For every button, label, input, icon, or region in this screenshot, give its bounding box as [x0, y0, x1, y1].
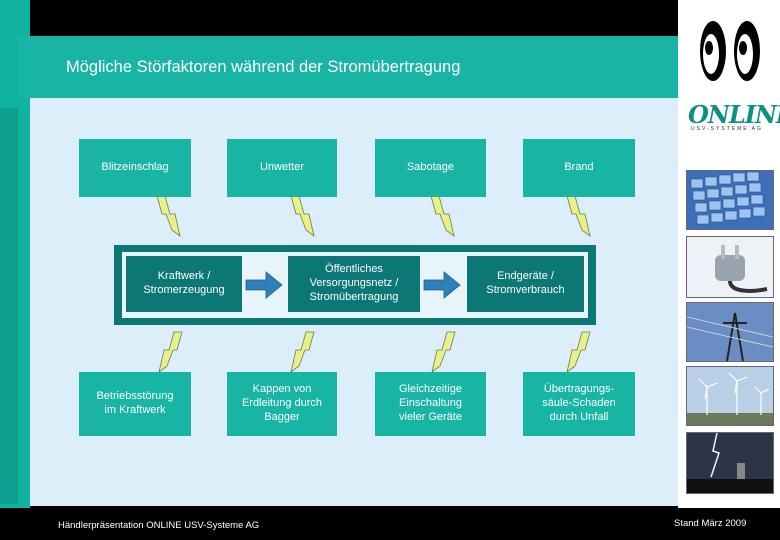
lightning-bolt-icon	[290, 331, 315, 373]
threat-label: Sabotage	[406, 161, 455, 174]
arrow-right-icon	[245, 271, 283, 299]
threat-label: Gleichzeitige Einschaltung vieler Geräte	[399, 383, 462, 423]
footer-date: Stand März 2009	[674, 518, 747, 529]
threat-label: Kappen von Erdleitung durch Bagger	[241, 383, 323, 423]
threat-label: Betriebsstörung im Kraftwerk	[96, 390, 174, 416]
online-logo-subtext: USV-SYSTEME AG	[691, 126, 763, 132]
threat-simultaneous-switching: Gleichzeitige Einschaltung vieler Geräte	[375, 372, 486, 436]
threat-sabotage: Sabotage	[375, 139, 486, 197]
flow-label: Öffentliches Versorgungsnetz / Stromüber…	[309, 263, 399, 303]
threat-label: Übertragungs- säule-Schaden durch Unfall	[542, 383, 616, 423]
left-accent-bar-inner	[0, 108, 18, 504]
threat-lightning-strike: Blitzeinschlag	[79, 139, 191, 197]
lightning-bolt-icon	[290, 195, 315, 237]
flow-end-devices: Endgeräte / Stromverbrauch	[467, 256, 584, 312]
lightning-bolt-icon	[566, 331, 591, 373]
lightning-bolt-icon	[158, 331, 183, 373]
arrow-right-icon	[423, 271, 461, 299]
threat-pylon-damage: Übertragungs- säule-Schaden durch Unfall	[523, 372, 635, 436]
eyes-logo-icon	[700, 21, 760, 81]
flow-label: Endgeräte / Stromverbrauch	[486, 270, 565, 296]
threat-label: Unwetter	[259, 161, 305, 174]
slide-title: Mögliche Störfaktoren während der Stromü…	[66, 58, 461, 76]
lightning-bolt-icon	[156, 195, 181, 237]
power-lines-photo	[686, 302, 774, 362]
threat-label: Brand	[564, 161, 594, 174]
threat-plant-failure: Betriebsstörung im Kraftwerk	[79, 372, 191, 436]
threat-storm: Unwetter	[227, 139, 337, 197]
threat-label: Blitzeinschlag	[101, 161, 169, 174]
lightning-bolt-icon	[430, 195, 455, 237]
footer-presentation-label: Händlerpräsentation ONLINE USV-Systeme A…	[58, 520, 260, 531]
power-plug-photo	[686, 236, 774, 298]
title-bar: Mögliche Störfaktoren während der Stromü…	[18, 36, 678, 98]
keyboard-photo	[686, 170, 774, 230]
wind-turbines-photo	[686, 366, 774, 426]
flow-label: Kraftwerk / Stromerzeugung	[143, 270, 225, 296]
threat-fire: Brand	[523, 139, 635, 197]
lightning-bolt-icon	[431, 331, 456, 373]
flow-power-plant: Kraftwerk / Stromerzeugung	[126, 256, 242, 312]
online-logo: ONLINE	[688, 100, 780, 129]
threat-cable-cut: Kappen von Erdleitung durch Bagger	[227, 372, 337, 436]
lightning-bolt-icon	[566, 195, 591, 237]
night-storm-photo	[686, 432, 774, 494]
flow-public-grid: Öffentliches Versorgungsnetz / Stromüber…	[288, 256, 420, 312]
